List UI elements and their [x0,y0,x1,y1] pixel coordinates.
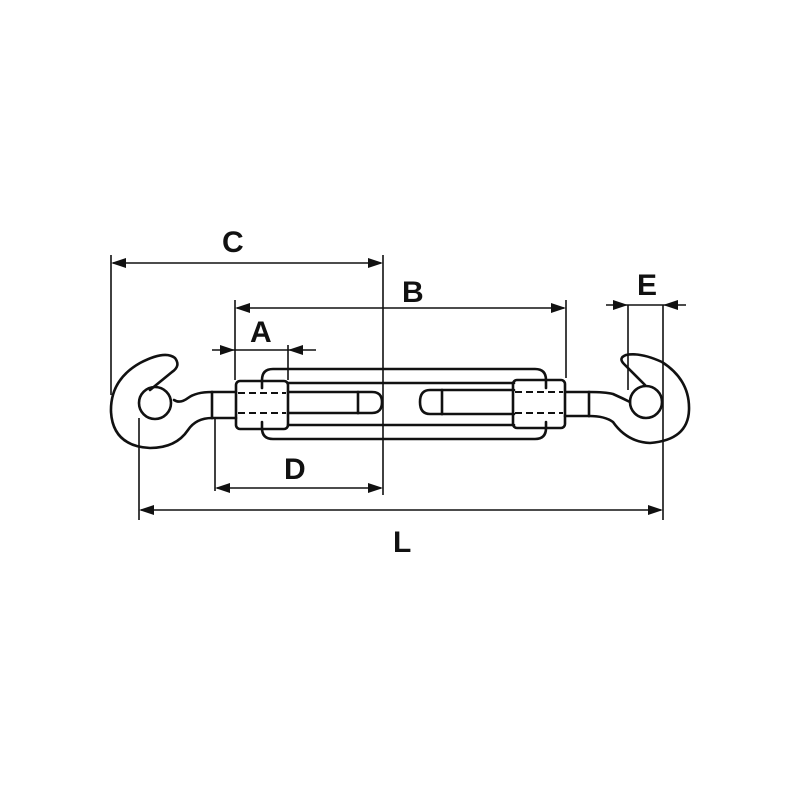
dimension-label-a: A [250,316,272,349]
dimension-d [214,418,383,493]
turnbuckle-body [260,367,548,441]
dimension-label-b: B [402,276,424,309]
left-nut [234,379,290,431]
left-screw-rod [286,390,384,415]
dimension-label-d: D [284,453,306,486]
dimension-label-c: C [222,226,244,259]
right-hook [563,353,691,445]
dimension-e [606,300,686,520]
dimension-label-e: E [637,269,658,302]
right-nut [511,378,567,430]
dimension-l [138,418,663,520]
left-hook [109,353,238,450]
right-screw-rod [418,388,516,416]
dimension-label-l: L [393,526,412,559]
dimension-c [110,255,384,495]
dimension-a [212,345,316,380]
dimension-b [234,300,567,380]
